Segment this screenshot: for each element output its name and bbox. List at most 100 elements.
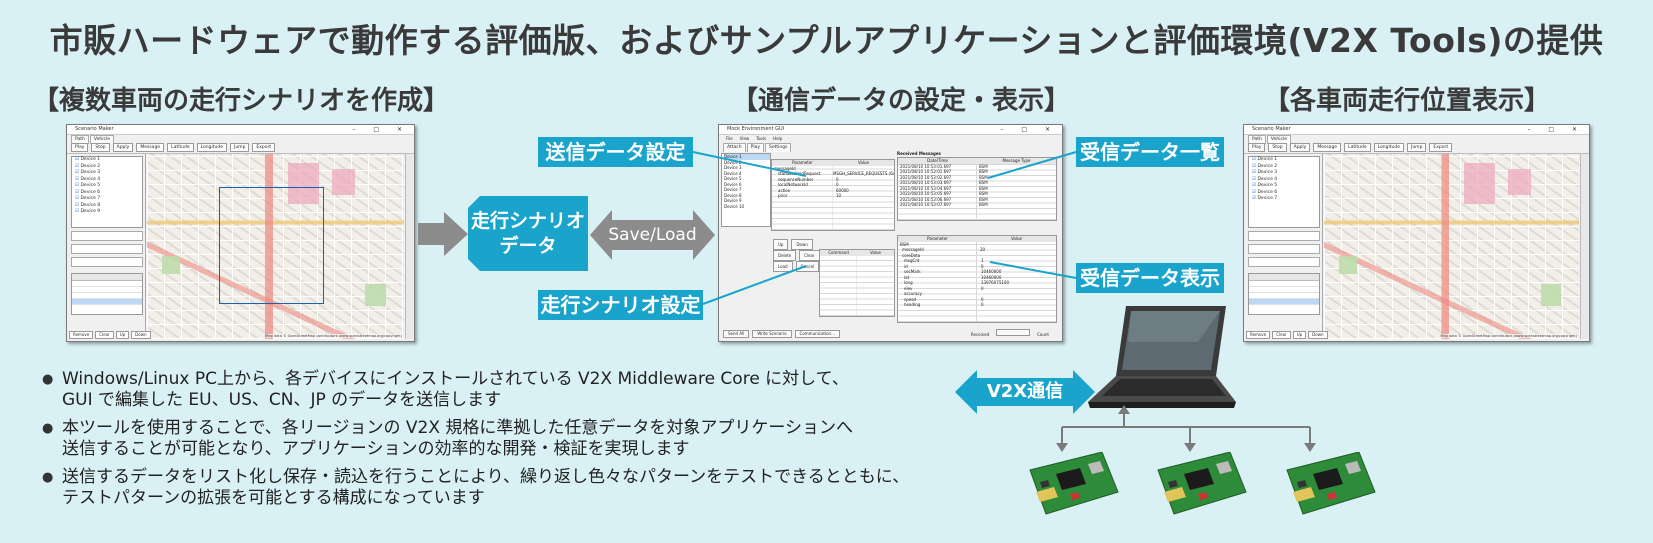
up-button[interactable]: Up xyxy=(1292,331,1307,339)
tab-vehicle[interactable]: Vehicle xyxy=(1266,135,1291,144)
path-table[interactable] xyxy=(71,273,143,315)
cancel-button[interactable]: Cancel xyxy=(795,261,820,272)
list-item[interactable]: Device 3 xyxy=(1252,170,1319,177)
list-item[interactable]: Device 4 xyxy=(724,170,742,176)
table-row[interactable] xyxy=(1249,293,1319,299)
list-item[interactable]: Device 1 xyxy=(75,157,142,164)
vertical-scrollbar[interactable] xyxy=(405,154,413,339)
list-item[interactable]: Device 2 xyxy=(1252,164,1319,171)
max-speed-field[interactable] xyxy=(71,257,143,267)
menu-file[interactable]: File xyxy=(726,136,733,141)
table-row[interactable]: BSM xyxy=(898,242,1056,248)
send-all-button[interactable]: Send All xyxy=(723,330,750,338)
send-param-table[interactable]: Parameter Value messageId standardizedRe… xyxy=(771,159,895,231)
speed-field[interactable] xyxy=(71,244,143,254)
tab-path[interactable]: Path xyxy=(1248,135,1266,144)
table-row[interactable]: coreData xyxy=(898,253,1056,259)
up-button[interactable]: Up xyxy=(773,239,789,250)
duration-field[interactable] xyxy=(1248,231,1320,241)
list-item[interactable]: Device 4 xyxy=(1252,177,1319,184)
write-scenario-button[interactable]: Write Scenario xyxy=(752,330,792,338)
clear-button[interactable]: Clear xyxy=(1272,331,1291,339)
delete-button[interactable]: Delete xyxy=(773,250,797,261)
export-button[interactable]: Export xyxy=(1429,143,1453,152)
apply-button[interactable]: Apply xyxy=(112,143,134,152)
list-item[interactable]: Device 5 xyxy=(1252,183,1319,190)
up-button[interactable]: Up xyxy=(115,331,130,339)
max-speed-field[interactable] xyxy=(1248,257,1320,267)
table-row[interactable] xyxy=(72,299,142,305)
menu-tools[interactable]: Tools xyxy=(756,136,767,141)
table-row[interactable]: accuracy xyxy=(898,291,1056,297)
play-button[interactable]: Play xyxy=(71,143,89,152)
apply-button[interactable]: Apply xyxy=(1289,143,1311,152)
window-controls[interactable]: – □ ✕ xyxy=(1000,126,1058,133)
received-table[interactable]: Date/Time Message Type 2021/08/10 10:53:… xyxy=(897,157,1057,221)
communication-button[interactable]: Communication... xyxy=(794,330,840,338)
list-item[interactable]: Device 8 xyxy=(75,203,142,210)
list-item[interactable]: Device 3 xyxy=(724,165,742,170)
list-item[interactable]: Device 3 xyxy=(75,170,142,177)
menu-view[interactable]: View xyxy=(739,136,750,141)
map-view[interactable]: Map data © OpenStreetMap contributors (w… xyxy=(147,154,404,339)
list-item[interactable]: Device 1 xyxy=(1252,157,1319,164)
table-row[interactable] xyxy=(1249,287,1319,293)
table-row[interactable] xyxy=(1249,299,1319,305)
table-row[interactable]: messageId xyxy=(772,166,894,172)
play-button[interactable]: Play xyxy=(1248,143,1266,152)
jump-button[interactable]: Jump xyxy=(1407,143,1427,152)
remove-button[interactable]: Remove xyxy=(69,331,94,339)
message-button[interactable]: Message xyxy=(1313,143,1342,152)
list-item[interactable]: Device 9 xyxy=(724,198,742,203)
list-item[interactable]: Device 6 xyxy=(1252,190,1319,197)
list-item[interactable]: Device 5 xyxy=(724,176,742,181)
menu-help[interactable]: Help xyxy=(773,136,783,141)
tab-play[interactable]: Play xyxy=(746,143,765,152)
list-item[interactable]: Device 6 xyxy=(724,181,742,187)
device-list[interactable]: Device 1 Device 2 Device 3 Device 4 Devi… xyxy=(1248,156,1320,228)
list-item[interactable]: Device 8 xyxy=(724,192,742,198)
tab-vehicle[interactable]: Vehicle xyxy=(89,135,114,144)
list-item[interactable]: Device 10 xyxy=(724,203,745,209)
table-row[interactable] xyxy=(72,287,142,293)
scenario-command-table[interactable]: Command Value xyxy=(819,249,895,317)
load-button[interactable]: Load xyxy=(773,261,793,272)
duration-field[interactable] xyxy=(71,231,143,241)
map-view[interactable]: Map data © OpenStreetMap contributors (w… xyxy=(1324,154,1579,339)
table-row[interactable] xyxy=(72,293,142,299)
list-item[interactable]: Device 2 xyxy=(724,159,742,165)
device-list[interactable]: Device 1 Device 2 Device 3 Device 4 Devi… xyxy=(721,153,771,227)
path-table[interactable] xyxy=(1248,273,1320,315)
list-item[interactable]: Device 7 xyxy=(1252,196,1319,203)
stop-button[interactable]: Stop xyxy=(1268,143,1287,152)
list-item[interactable]: Device 1 xyxy=(724,154,770,160)
table-row[interactable] xyxy=(72,281,142,287)
export-button[interactable]: Export xyxy=(252,143,276,152)
clear-button[interactable]: Clear xyxy=(95,331,114,339)
window-controls[interactable]: – □ ✕ xyxy=(1527,126,1585,133)
remove-button[interactable]: Remove xyxy=(1246,331,1271,339)
vertical-scrollbar[interactable] xyxy=(1580,154,1588,339)
list-item[interactable]: Device 4 xyxy=(75,177,142,184)
message-button[interactable]: Message xyxy=(136,143,165,152)
list-item[interactable]: Device 5 xyxy=(75,183,142,190)
